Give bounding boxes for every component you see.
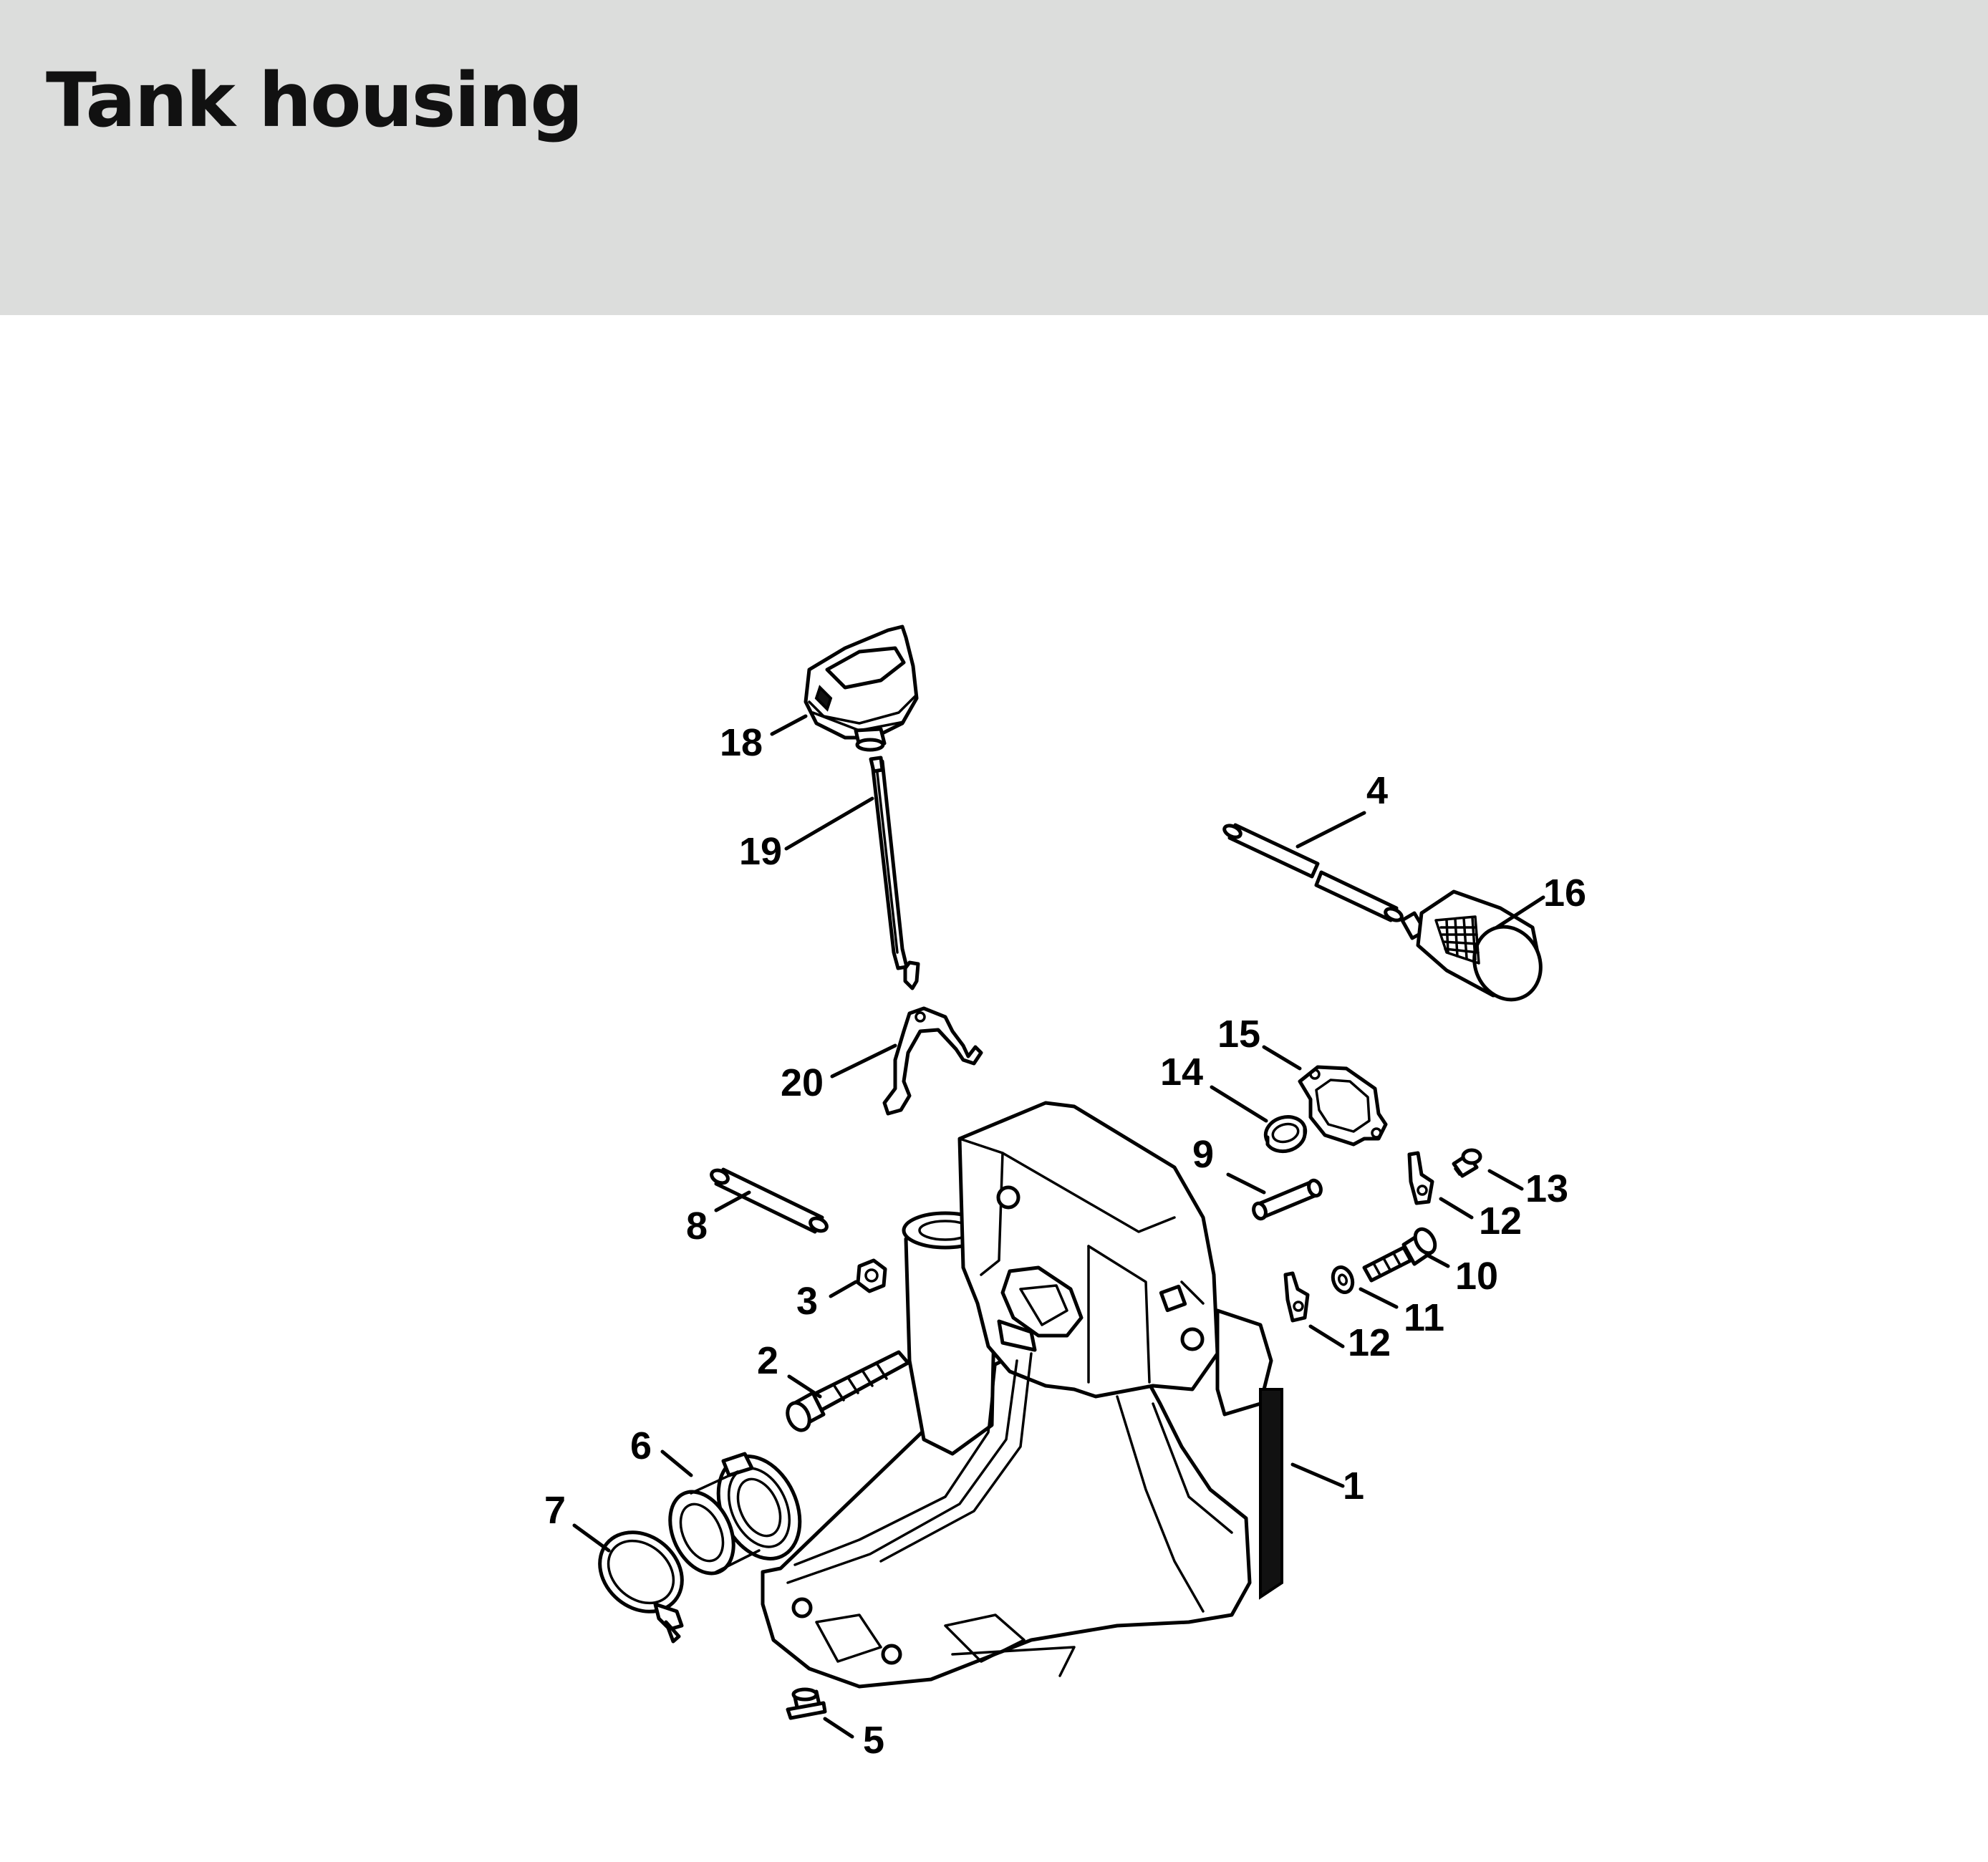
callout-12-lower: 12 (1348, 1321, 1391, 1364)
callout-8: 8 (686, 1205, 708, 1248)
intake-manifold-part-6 (668, 1452, 802, 1576)
clip-part-12-lower (1283, 1271, 1310, 1323)
sleeve-part-8 (710, 1167, 829, 1234)
header-band (0, 0, 1988, 315)
screw-part-10 (1362, 1227, 1437, 1283)
callout-18: 18 (720, 721, 763, 764)
plug-part-5 (786, 1687, 827, 1720)
leader-lines (572, 714, 1545, 1739)
callout-4: 4 (1366, 769, 1388, 812)
callout-16: 16 (1543, 872, 1586, 915)
callout-5: 5 (863, 1719, 884, 1762)
callout-13: 13 (1525, 1167, 1568, 1210)
page-title: Tank housing (46, 57, 584, 144)
gasket-part-15 (1298, 1065, 1388, 1147)
screw-part-13 (1452, 1148, 1482, 1178)
clip-part-12-upper (1407, 1151, 1434, 1205)
callout-9: 9 (1192, 1133, 1214, 1176)
bolt-part-2 (786, 1350, 910, 1432)
callout-20: 20 (781, 1061, 824, 1104)
fuel-hose-part-4 (1222, 823, 1404, 922)
hose-clamp-part-7 (598, 1530, 684, 1644)
callout-labels: 1 2 3 4 5 6 7 8 9 10 11 12 12 13 14 15 1… (544, 721, 1586, 1762)
tank-housing-part-1 (761, 1101, 1283, 1689)
retainer-part-20 (882, 1006, 983, 1116)
callout-6: 6 (630, 1424, 652, 1467)
callout-19: 19 (739, 830, 782, 873)
pin-part-9 (1252, 1178, 1323, 1221)
callout-12-upper: 12 (1479, 1200, 1522, 1243)
callout-10: 10 (1455, 1255, 1498, 1298)
callout-7: 7 (544, 1489, 566, 1532)
callout-2: 2 (757, 1339, 778, 1382)
callout-15: 15 (1217, 1013, 1260, 1056)
callout-14: 14 (1160, 1051, 1203, 1094)
filler-cap-part-18 (804, 624, 919, 752)
nut-part-3 (856, 1258, 887, 1293)
washer-part-11 (1331, 1265, 1355, 1294)
suction-hose-part-19 (869, 756, 920, 990)
seal-part-14 (1263, 1115, 1308, 1154)
callout-3: 3 (796, 1280, 818, 1323)
fuel-filter-part-16 (1400, 889, 1543, 1002)
callout-1: 1 (1343, 1465, 1364, 1508)
callout-11: 11 (1404, 1296, 1444, 1339)
